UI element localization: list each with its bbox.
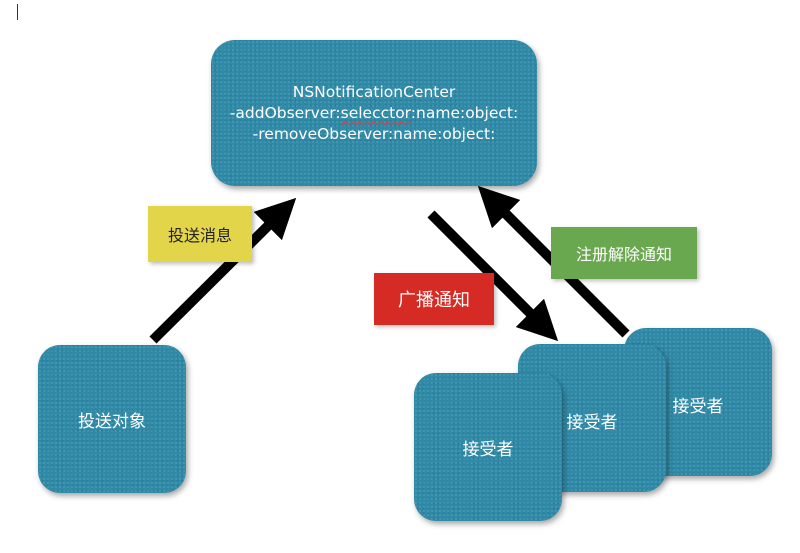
receiver-label: 接受者 [462,439,514,460]
post-message-note: 投送消息 [148,206,252,262]
center-add-observer: -addObserver:selecctor:name:object: [230,103,518,124]
notification-center-box: NSNotificationCenter -addObserver:selecc… [211,40,537,186]
sender-label: 投送对象 [78,411,146,432]
add-observer-prefix: -addObserver: [229,103,341,122]
misspelled-word: selecctor [340,103,411,122]
sender-box: 投送对象 [38,345,186,493]
receiver-label: 接受者 [672,397,724,417]
receiver-box-front: 接受者 [414,373,562,521]
broadcast-note: 广播通知 [374,273,494,325]
receiver-label: 接受者 [566,413,618,433]
post-message-label: 投送消息 [167,226,232,245]
center-title: NSNotificationCenter [292,82,456,101]
receiver-box-back: 接受者 [624,328,772,476]
add-observer-suffix: :name:object: [410,103,519,122]
text-cursor [17,4,18,20]
register-unregister-note: 注册解除通知 [551,227,697,279]
center-remove-observer: -removeObserver:name:object: [252,124,496,143]
broadcast-label: 广播通知 [398,290,470,311]
register-unregister-label: 注册解除通知 [575,245,672,264]
